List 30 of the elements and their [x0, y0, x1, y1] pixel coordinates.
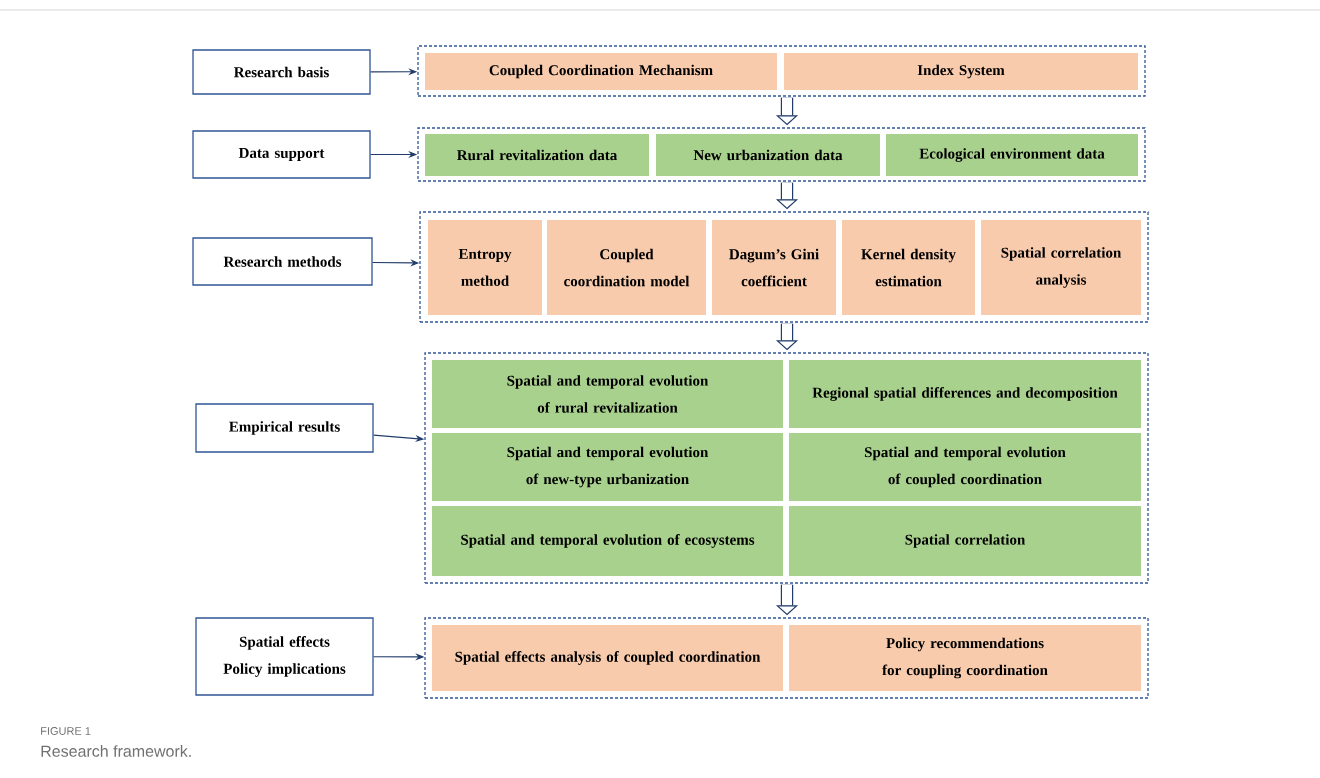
- method-box: Coupled Coordination Mechanism: [425, 53, 777, 90]
- method-box: Coupled coordination model: [547, 220, 706, 315]
- method-box: Spatial effects analysis of coupled coordination: [432, 625, 783, 691]
- figure-number: FIGURE 1: [41, 727, 91, 735]
- method-box: Policy recommendations for coupling coordination: [789, 625, 1141, 691]
- method-box: Dagum’s Gini coefficient: [712, 220, 836, 315]
- method-box: Kernel density estimation: [842, 220, 975, 315]
- label-box: Spatial effects Policy implications: [195, 617, 374, 696]
- result-box: Spatial correlation: [789, 506, 1141, 576]
- result-box: Spatial and temporal evolution of rural revitalization: [432, 360, 783, 428]
- result-box: Spatial and temporal evolution of ecosystems: [432, 506, 783, 576]
- result-box: Spatial and temporal evolution of coupled coordination: [789, 433, 1141, 501]
- label-box: Research methods: [192, 237, 373, 286]
- dashed-frame: [424, 352, 1149, 584]
- result-box: Spatial and temporal evolution of new-type urbanization: [432, 433, 783, 501]
- caption: Research framework.: [41, 745, 191, 757]
- method-box: Entropy method: [428, 220, 542, 315]
- result-box: Regional spatial differences and decomposition: [789, 360, 1141, 428]
- dashed-frame: [417, 45, 1146, 97]
- dashed-frame: [424, 617, 1149, 699]
- label-box: Empirical results: [195, 403, 374, 453]
- dashed-frame: [417, 127, 1146, 182]
- label-box: Research basis: [192, 49, 371, 95]
- method-box: Index System: [784, 53, 1138, 90]
- result-box: New urbanization data: [656, 134, 880, 176]
- method-box: Spatial correlation analysis: [981, 220, 1141, 315]
- label-box: Data support: [192, 130, 371, 179]
- result-box: Ecological environment data: [886, 134, 1138, 176]
- dashed-frame: [419, 211, 1149, 323]
- result-box: Rural revitalization data: [425, 134, 649, 176]
